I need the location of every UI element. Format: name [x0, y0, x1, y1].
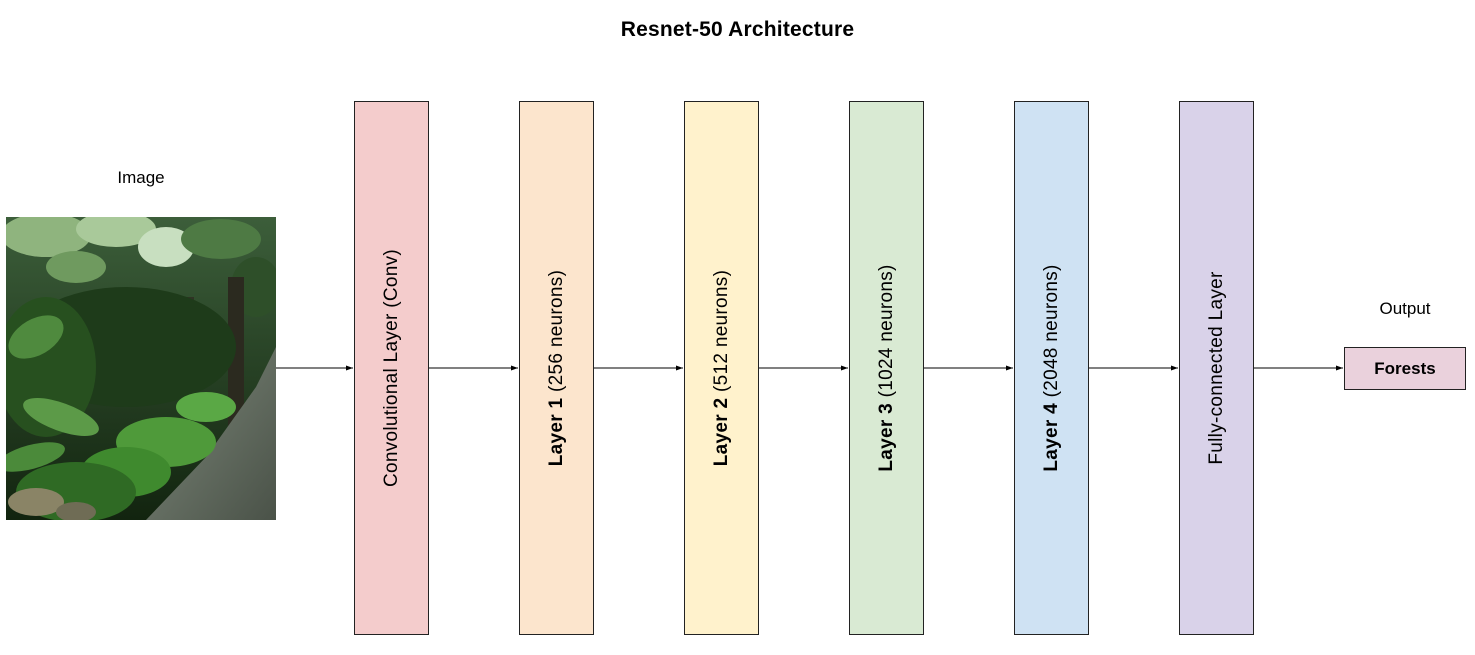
layer-3-box: Layer 3 (1024 neurons): [849, 101, 924, 635]
layer-2-box: Layer 2 (512 neurons): [684, 101, 759, 635]
output-label: Forests: [1374, 358, 1436, 378]
layer-4-box: Layer 4 (2048 neurons): [1014, 101, 1089, 635]
fc-layer-box: Fully-connected Layer: [1179, 101, 1254, 635]
diagram-title: Resnet-50 Architecture: [620, 18, 855, 41]
output-box: Forests: [1344, 347, 1466, 390]
output-caption: Output: [1379, 299, 1431, 318]
forest-picture: [6, 217, 276, 520]
conv-layer-box: Convolutional Layer (Conv): [354, 101, 429, 635]
image-caption: Image: [117, 168, 165, 187]
input-forest-image: [6, 217, 276, 520]
layer-1-box: Layer 1 (256 neurons): [519, 101, 594, 635]
